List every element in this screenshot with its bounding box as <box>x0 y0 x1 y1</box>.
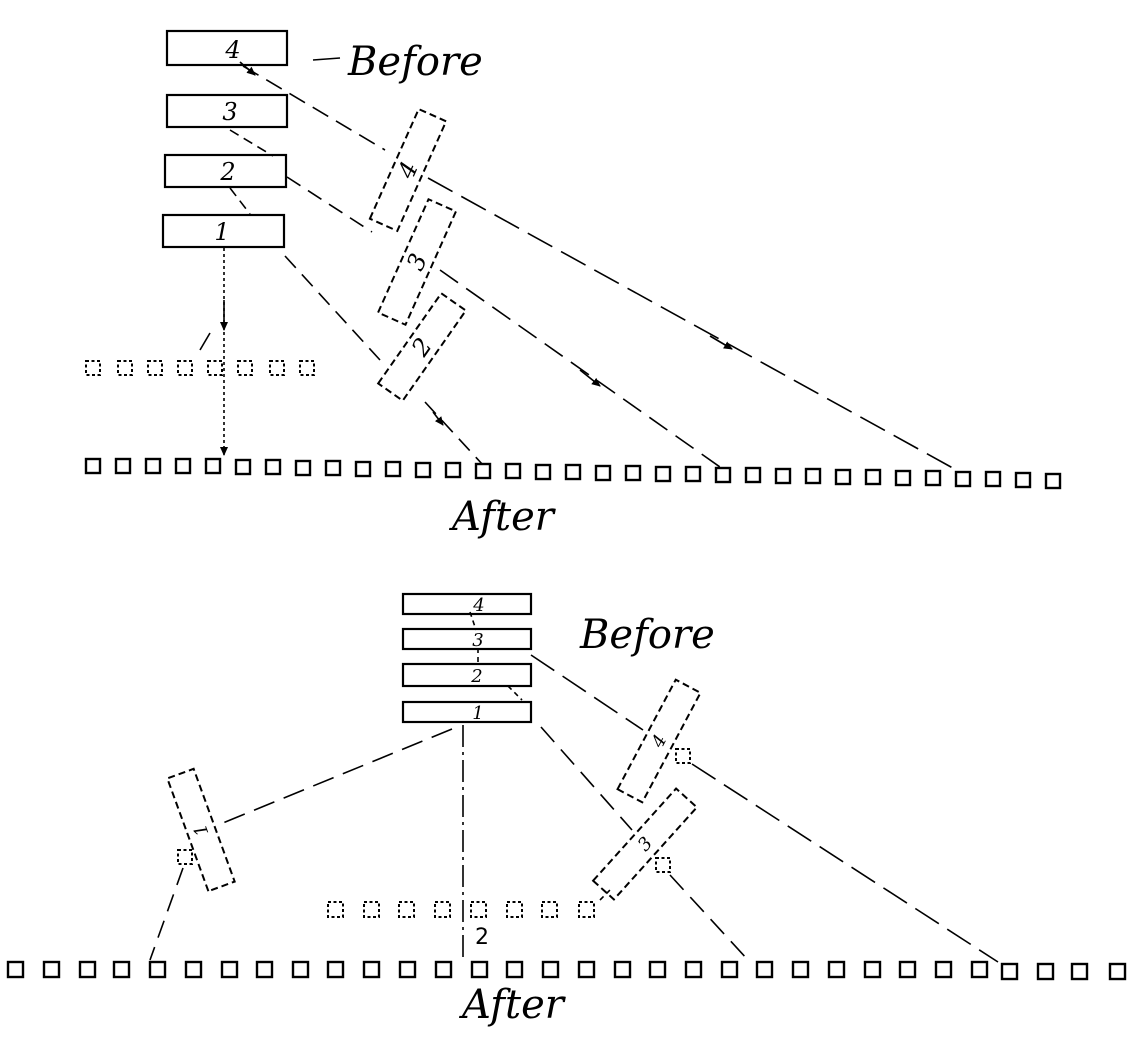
top-path-4-b <box>427 177 961 473</box>
bottom-row-label: 2 <box>475 925 489 950</box>
bottom-figure: 4 3 2 1 Before After 4 3 1 <box>6 592 1127 1028</box>
top-stack-box-4 <box>165 29 289 67</box>
top-stack-label-3: 3 <box>222 98 237 126</box>
bottom-stack-box-3 <box>401 627 533 651</box>
bottom-tilted-box-3: 3 <box>591 787 699 901</box>
top-before-label: Before <box>347 39 483 85</box>
top-stack-link-3-2 <box>229 129 274 157</box>
top-final-row <box>84 457 1062 490</box>
top-before-leader <box>312 57 341 61</box>
bottom-final-row <box>6 960 1127 981</box>
bottom-path-1-b <box>149 867 184 961</box>
top-intermediate-row <box>85 360 315 376</box>
bottom-tilted-box-1: 1 <box>166 767 236 893</box>
bottom-small-square-3 <box>655 857 671 873</box>
bottom-path-4-b <box>691 763 999 963</box>
top-tilted-box-2: 2 <box>376 291 468 403</box>
top-figure: 4 3 2 1 Before After 4 3 2 <box>84 29 1062 540</box>
top-after-label: After <box>448 494 557 540</box>
bottom-stack-label-1: 1 <box>472 703 483 724</box>
top-stack-label-2: 2 <box>219 158 235 186</box>
top-tilted-box-3: 3 <box>376 197 458 327</box>
top-path-4-arrow <box>709 335 733 350</box>
bottom-path-4-a <box>530 654 644 731</box>
bottom-stack-label-3: 3 <box>472 630 483 651</box>
top-path-2-arrow <box>432 411 444 426</box>
top-stack-label-1: 1 <box>214 218 229 246</box>
bottom-path-3-a <box>540 726 633 831</box>
svg-text:3: 3 <box>634 833 657 856</box>
svg-text:1: 1 <box>190 821 214 839</box>
bottom-path-1-a <box>217 728 453 826</box>
top-stack-box-1 <box>161 213 286 249</box>
svg-text:4: 4 <box>647 731 671 752</box>
top-stack-label-4: 4 <box>224 36 240 64</box>
bottom-intermediate-row <box>327 901 595 918</box>
bottom-stack-link-c <box>507 685 523 701</box>
top-tilted-box-4: 4 <box>368 107 448 233</box>
bottom-stack-label-2: 2 <box>470 666 482 687</box>
bottom-small-square-1 <box>177 849 193 865</box>
bottom-path-3-to-row <box>599 889 611 901</box>
bottom-stack-box-2 <box>401 662 533 688</box>
bottom-stack-box-4 <box>401 592 533 616</box>
bottom-after-label: After <box>458 982 567 1028</box>
top-path-4-a <box>242 65 386 151</box>
bottom-stack-link-a <box>469 611 477 631</box>
top-path-4-start-arrow <box>239 61 256 76</box>
top-path-2 <box>284 255 381 361</box>
bottom-path-3-b <box>669 874 749 961</box>
top-path-3-arrow <box>579 369 601 387</box>
svg-text:3: 3 <box>401 249 433 274</box>
top-path-3-b <box>439 269 721 468</box>
bottom-stack-box-1 <box>401 700 533 724</box>
bottom-small-square-4 <box>675 748 691 764</box>
bottom-before-label: Before <box>579 612 715 658</box>
top-path-2-after <box>424 401 484 466</box>
top-path-1-tick <box>199 332 211 351</box>
top-stack-box-3 <box>165 93 289 129</box>
top-path-3-a <box>286 176 373 233</box>
top-stack-box-2 <box>163 153 288 189</box>
top-stack-link-2-1 <box>229 187 251 215</box>
bottom-stack-label-4: 4 <box>472 595 484 616</box>
bottom-tilted-box-4: 4 <box>616 678 702 804</box>
